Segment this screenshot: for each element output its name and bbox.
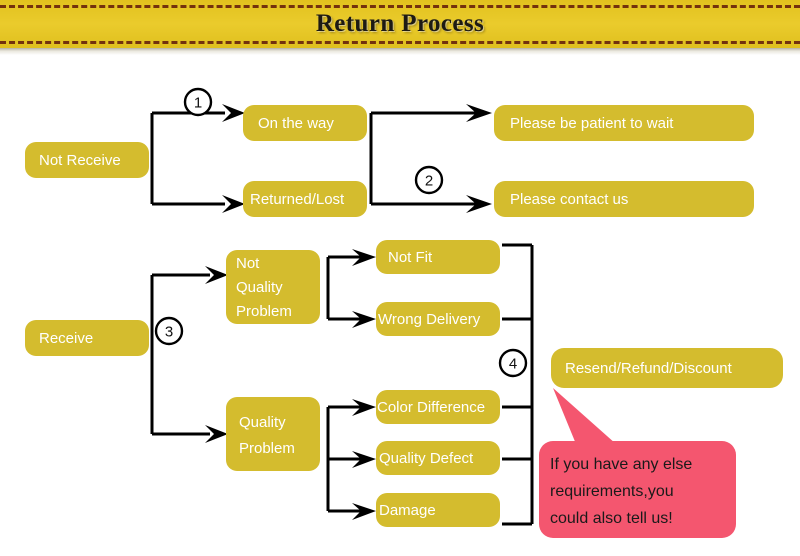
badge-3: 3 [154, 316, 184, 346]
node-returned-lost[interactable]: Returned/Lost [243, 181, 367, 217]
node-contact-us-label: Please contact us [510, 191, 628, 208]
badge-1-circle [183, 87, 213, 117]
node-color-difference-rect [376, 390, 500, 424]
node-be-patient[interactable]: Please be patient to wait [494, 105, 754, 141]
node-not-quality-problem-line3: Problem [236, 303, 292, 320]
node-wrong-delivery-rect [376, 302, 500, 336]
node-color-difference[interactable]: Color Difference [376, 390, 500, 424]
header-banner: Return Process [0, 0, 800, 48]
callout-tail [553, 388, 616, 444]
connector-not-receive-split [150, 104, 245, 213]
node-not-fit-label: Not Fit [388, 249, 433, 266]
node-not-receive-rect [25, 142, 149, 178]
node-color-difference-label: Color Difference [377, 399, 485, 416]
node-damage-rect [376, 493, 500, 527]
badge-3-label: 3 [165, 324, 173, 341]
node-on-the-way-label: On the way [258, 115, 334, 132]
node-resend-refund-discount-label: Resend/Refund/Discount [565, 360, 733, 377]
callout-line-2: requirements,you [550, 483, 674, 500]
node-be-patient-label: Please be patient to wait [510, 115, 674, 132]
node-wrong-delivery[interactable]: Wrong Delivery [376, 302, 500, 336]
node-contact-us[interactable]: Please contact us [494, 181, 754, 217]
node-quality-defect-rect [376, 441, 500, 475]
connector-stage1-to-outcomes [369, 104, 492, 213]
badge-2: 2 [414, 165, 444, 195]
node-resend-refund-discount-rect [551, 348, 783, 388]
node-on-the-way[interactable]: On the way [243, 105, 367, 141]
arrow-to-wrong-delivery [352, 311, 376, 328]
badge-2-circle [414, 165, 444, 195]
node-quality-problem-line1: Quality [239, 414, 286, 431]
callout-line-3: could also tell us! [550, 510, 673, 527]
node-returned-lost-rect [243, 181, 367, 217]
node-not-fit-rect [376, 240, 500, 274]
arrow-to-not-fit [352, 249, 376, 266]
node-receive[interactable]: Receive [25, 320, 149, 356]
banner-shadow [0, 48, 800, 55]
arrow-to-not-quality-problem [205, 266, 228, 284]
node-not-quality-problem-line1: Not [236, 255, 260, 272]
node-damage[interactable]: Damage [376, 493, 500, 527]
node-quality-defect[interactable]: Quality Defect [376, 441, 500, 475]
node-receive-label: Receive [39, 330, 93, 347]
badge-4: 4 [498, 348, 528, 378]
badge-2-label: 2 [425, 173, 433, 190]
arrow-to-returned-lost [222, 195, 245, 213]
node-not-receive-label: Not Receive [39, 152, 121, 169]
node-not-quality-problem[interactable]: Not Quality Problem [226, 250, 320, 324]
node-returned-lost-label: Returned/Lost [250, 191, 345, 208]
arrow-to-contact-us [466, 195, 492, 213]
page-title: Return Process [315, 10, 485, 37]
banner-dash-bottom [0, 41, 800, 44]
arrow-to-be-patient [466, 104, 492, 122]
node-not-fit[interactable]: Not Fit [376, 240, 500, 274]
node-quality-defect-label: Quality Defect [379, 450, 474, 467]
node-quality-problem-line2: Problem [239, 440, 295, 457]
callout-bubble: If you have any else requirements,you co… [539, 388, 736, 538]
arrow-to-color-difference [352, 399, 376, 416]
node-resend-refund-discount[interactable]: Resend/Refund/Discount [551, 348, 783, 388]
node-damage-label: Damage [379, 502, 436, 519]
node-be-patient-rect [494, 105, 754, 141]
badge-1: 1 [183, 87, 213, 117]
node-wrong-delivery-label: Wrong Delivery [378, 311, 481, 328]
node-quality-problem-rect [226, 397, 320, 471]
connector-quality-children [326, 399, 376, 520]
arrow-to-quality-defect [352, 451, 376, 468]
badge-4-label: 4 [509, 356, 517, 373]
arrow-to-on-the-way [222, 104, 245, 122]
badge-3-circle [154, 316, 184, 346]
callout-body [539, 441, 736, 538]
node-not-quality-problem-rect [226, 250, 320, 324]
connector-leaves-to-bus [502, 243, 534, 526]
arrow-to-quality-problem [205, 425, 228, 443]
node-not-quality-problem-line2: Quality [236, 279, 283, 296]
node-on-the-way-rect [243, 105, 367, 141]
node-contact-us-rect [494, 181, 754, 217]
node-not-receive[interactable]: Not Receive [25, 142, 149, 178]
arrow-to-damage [352, 503, 376, 520]
connector-notquality-children [326, 249, 376, 328]
node-receive-rect [25, 320, 149, 356]
node-quality-problem[interactable]: Quality Problem [226, 397, 320, 471]
badge-1-label: 1 [194, 95, 202, 112]
connector-receive-split [150, 266, 228, 443]
badge-4-circle [498, 348, 528, 378]
callout-line-1: If you have any else [550, 456, 692, 473]
banner-dash-top [0, 5, 800, 8]
